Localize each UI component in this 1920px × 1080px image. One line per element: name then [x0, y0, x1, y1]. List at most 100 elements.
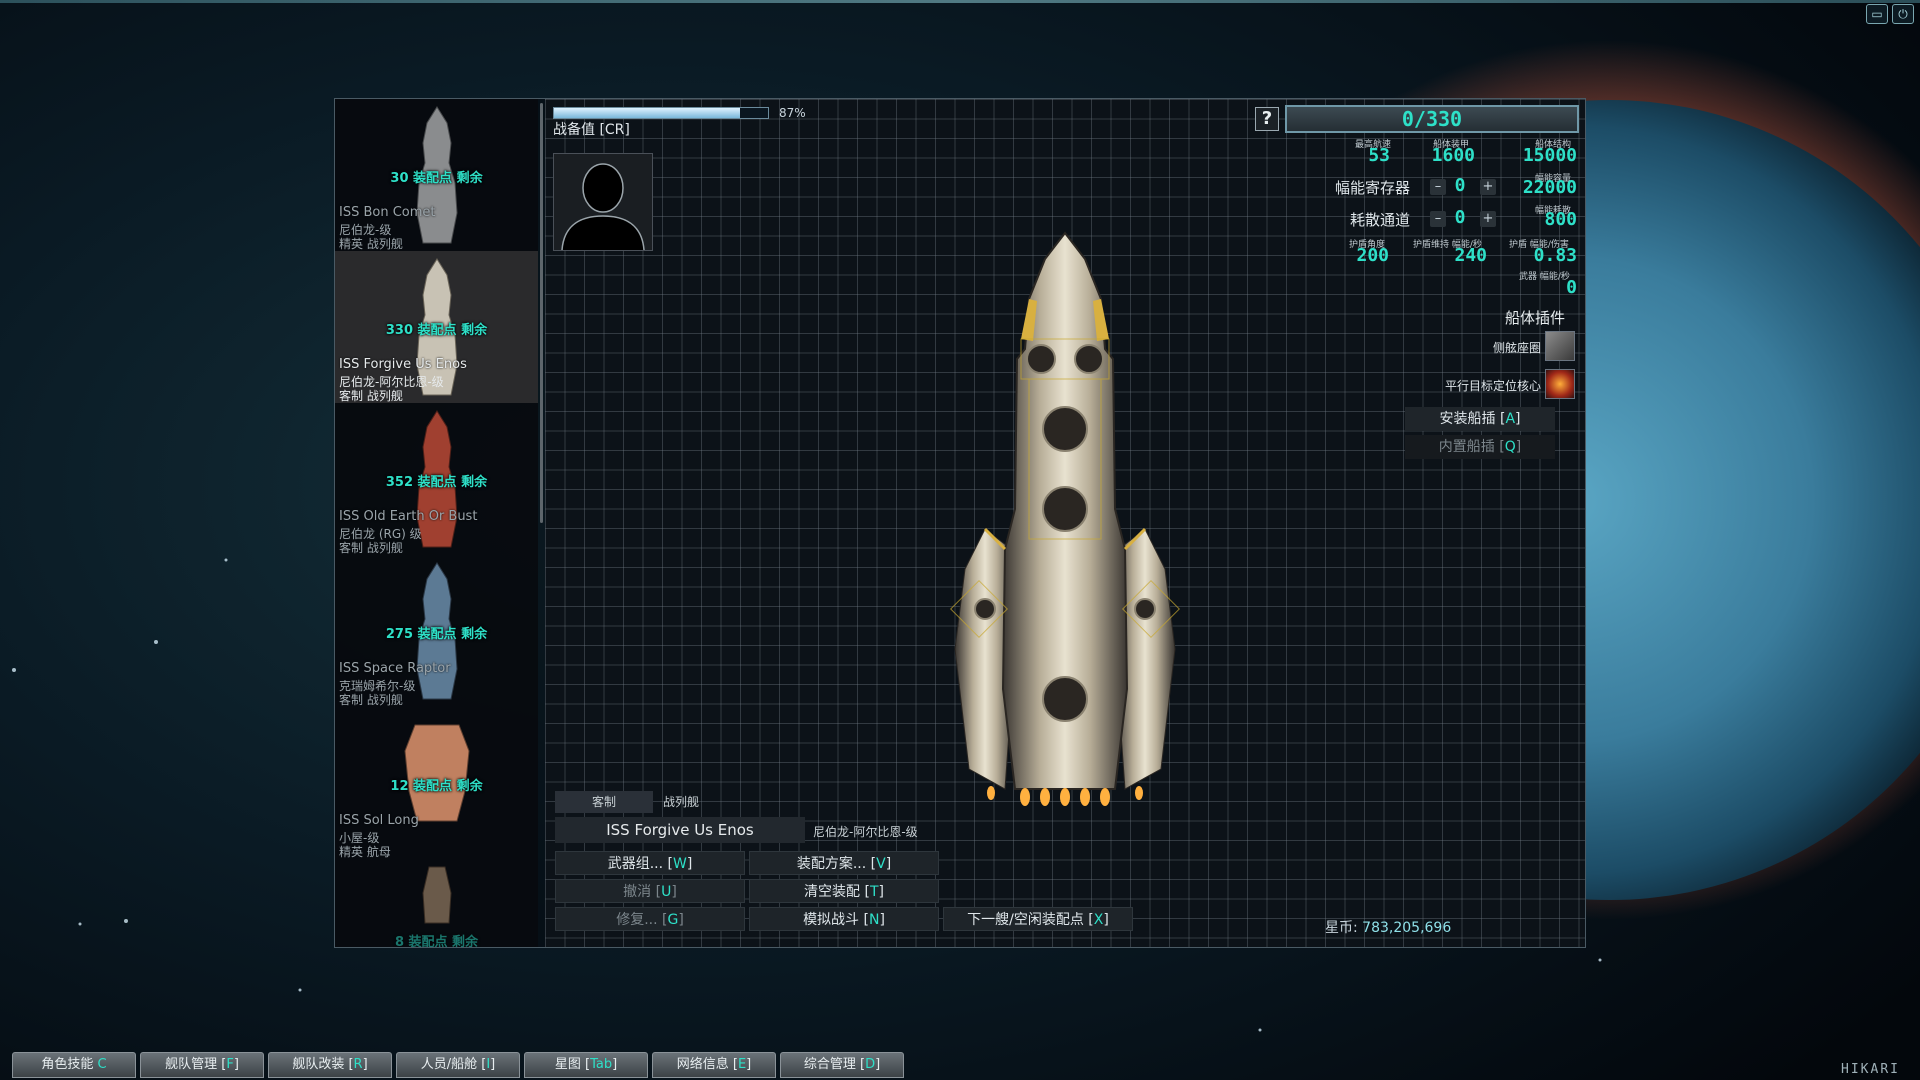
tab-intel[interactable]: 网络信息 [E] [652, 1052, 776, 1078]
ship-list[interactable]: 30 装配点 剩余 ISS Bon Comet 尼伯龙-级 精英 战列舰 330… [335, 99, 538, 947]
undo-button[interactable]: 撤消 [U] [555, 879, 745, 903]
ship-thumbnail [404, 724, 470, 822]
max-speed-value: 53 [1368, 145, 1390, 166]
captain-portrait[interactable] [553, 153, 653, 251]
ship-list-item[interactable]: 30 装配点 剩余 ISS Bon Comet 尼伯龙-级 精英 战列舰 [335, 99, 538, 251]
ship-class: 小屋-级 [339, 831, 380, 845]
cr-progress-bar [553, 107, 769, 119]
ship-sprite [950, 231, 1180, 806]
hull-class-label: 尼伯龙-阿尔比恩-级 [813, 825, 918, 839]
tab-map[interactable]: 星图 [Tab] [524, 1052, 648, 1078]
ship-desc: 客制 战列舰 [339, 693, 403, 707]
hull-value: 15000 [1522, 145, 1577, 166]
ship-thumbnail [416, 410, 458, 548]
hullmods-title: 船体插件 [1505, 309, 1566, 327]
ship-name-field[interactable]: ISS Forgive Us Enos [555, 817, 805, 843]
capacitors-plus-button[interactable]: + [1480, 179, 1496, 195]
ship-op-remaining: 30 装配点 剩余 [390, 171, 483, 186]
repair-button[interactable]: 修复... [G] [555, 907, 745, 931]
ship-class: 克瑞姆希尔-级 [339, 679, 416, 693]
tab-command[interactable]: 综合管理 [D] [780, 1052, 904, 1078]
ship-list-item[interactable]: 12 装配点 剩余 ISS Sol Long 小屋-级 精英 航母 [335, 707, 538, 859]
capacitors-value: 0 [1454, 175, 1466, 196]
cr-percent: 87% [779, 106, 806, 120]
ship-desc: 精英 航母 [339, 845, 391, 859]
install-hullmod-button[interactable]: 安装船插 [A] [1405, 407, 1555, 431]
ordnance-points: 0/330 [1285, 105, 1579, 133]
tab-fleet[interactable]: 舰队管理 [F] [140, 1052, 264, 1078]
ship-op-remaining: 8 装配点 剩余 [394, 935, 479, 947]
window-icon[interactable]: ▭ [1866, 4, 1888, 24]
hull-label: 船体结构 [1535, 140, 1572, 150]
armor-label: 船体装甲 [1433, 140, 1470, 150]
vents-minus-button[interactable]: – [1430, 211, 1446, 227]
armor-value: 1600 [1431, 145, 1475, 166]
hullmod-targeting-core-icon[interactable] [1545, 369, 1575, 399]
vents-value: 0 [1454, 207, 1466, 228]
hullmod-label: 侧舷座圈 [1492, 341, 1541, 355]
hullmod-label: 平行目标定位核心 [1444, 379, 1541, 393]
tab-refit[interactable]: 舰队改装 [R] [268, 1052, 392, 1078]
simulate-button[interactable]: 模拟战斗 [N] [749, 907, 939, 931]
tab-cargo[interactable]: 人员/船舱 [I] [396, 1052, 520, 1078]
corner-label: HIKARI [1841, 1062, 1900, 1077]
silhouette-icon [561, 163, 645, 251]
ship-desc: 客制 战列舰 [339, 541, 403, 555]
refit-grid: 87% 战备值 [CR] [545, 99, 1585, 947]
system-icons: ▭ ⏻ [1864, 2, 1916, 28]
capacitors-label: 幅能寄存器 [1335, 179, 1411, 197]
tab-hull-type[interactable]: 战列舰 [663, 795, 700, 809]
power-icon[interactable]: ⏻ [1892, 4, 1914, 24]
vents-plus-button[interactable]: + [1480, 211, 1496, 227]
ship-op-remaining: 275 装配点 剩余 [385, 627, 488, 642]
ship-list-item[interactable]: 275 装配点 剩余 ISS Space Raptor 克瑞姆希尔-级 客制 战… [335, 555, 538, 707]
ship-op-remaining: 330 装配点 剩余 [385, 323, 488, 338]
shield-upkeep-label: 护盾维持 幅能/秒 [1413, 240, 1482, 250]
shield-efficiency-label: 护盾 幅能/伤害 [1509, 240, 1569, 250]
ship-list-scrollbar[interactable] [540, 103, 543, 523]
flux-capacity-value: 22000 [1522, 177, 1577, 198]
loadouts-button[interactable]: 装配方案... [V] [749, 851, 939, 875]
bottom-taskbar: 角色技能 C 舰队管理 [F] 舰队改装 [R] 人员/船舱 [I] 星图 [T… [4, 1050, 940, 1078]
ship-list-item-selected[interactable]: 330 装配点 剩余 ISS Forgive Us Enos 尼伯龙-阿尔比恩-… [335, 251, 538, 403]
ship-name: ISS Bon Comet [339, 205, 436, 220]
credits-display: 星币: 783,205,696 [1325, 920, 1452, 936]
shield-efficiency-value: 0.83 [1533, 245, 1577, 266]
weapon-flux-value: 0 [1566, 277, 1577, 298]
flux-capacity-label: 幅能容量 [1535, 174, 1572, 184]
ship-op-remaining: 352 装配点 剩余 [385, 475, 488, 490]
help-button[interactable]: ? [1255, 107, 1279, 131]
ship-class: 尼伯龙 (RG) 级 [339, 527, 422, 541]
ship-name: ISS Space Raptor [339, 661, 451, 676]
ship-name: ISS Sol Long [339, 813, 419, 828]
clear-loadout-button[interactable]: 清空装配 [T] [749, 879, 939, 903]
shield-arc-label: 护盾角度 [1349, 240, 1386, 250]
tab-variant-type[interactable]: 客制 [555, 791, 653, 813]
builtin-hullmod-button[interactable]: 内置船插 [Q] [1405, 435, 1555, 459]
flux-dissipation-label: 幅能耗散 [1535, 206, 1572, 216]
ship-desc: 精英 战列舰 [339, 237, 403, 251]
ship-class: 尼伯龙-级 [339, 223, 392, 237]
ship-list-item[interactable]: 8 装配点 剩余 [335, 859, 538, 947]
ship-thumbnail [422, 866, 452, 924]
next-ship-button[interactable]: 下一艘/空闲装配点 [X] [943, 907, 1133, 931]
ship-name: ISS Old Earth Or Bust [339, 509, 478, 524]
max-speed-label: 最高航速 [1355, 140, 1392, 150]
ship-list-item[interactable]: 352 装配点 剩余 ISS Old Earth Or Bust 尼伯龙 (RG… [335, 403, 538, 555]
weapon-groups-button[interactable]: 武器组... [W] [555, 851, 745, 875]
hullmod-broadside-icon[interactable] [1545, 331, 1575, 361]
top-border [0, 0, 1920, 3]
shield-upkeep-value: 240 [1454, 245, 1487, 266]
refit-panel: 30 装配点 剩余 ISS Bon Comet 尼伯龙-级 精英 战列舰 330… [334, 98, 1586, 948]
tab-character-skills[interactable]: 角色技能 C [12, 1052, 136, 1078]
ship-thumbnail [416, 106, 458, 244]
flux-dissipation-value: 800 [1544, 209, 1577, 230]
cr-label: 战备值 [CR] [553, 122, 630, 138]
ship-op-remaining: 12 装配点 剩余 [390, 779, 483, 794]
ship-thumbnail [416, 258, 458, 396]
ship-name: ISS Forgive Us Enos [339, 357, 467, 372]
ship-class: 尼伯龙-阿尔比恩-级 [339, 375, 444, 389]
ship-thumbnail [416, 562, 458, 700]
capacitors-minus-button[interactable]: – [1430, 179, 1446, 195]
ship-desc: 客制 战列舰 [339, 389, 403, 403]
